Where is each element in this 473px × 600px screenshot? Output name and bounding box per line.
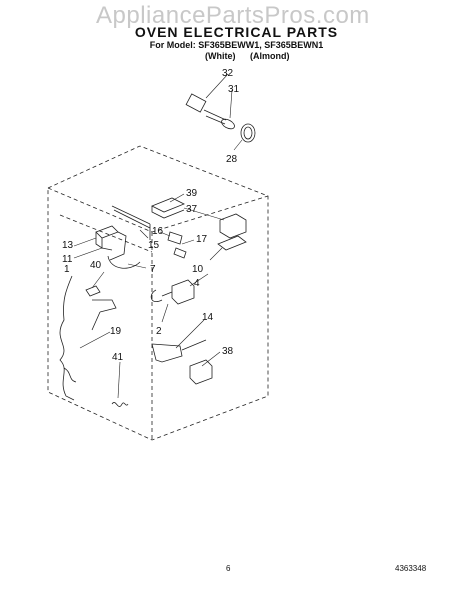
part-41 [111,402,129,407]
callout-40: 40 [90,260,102,271]
callout-13: 13 [62,240,74,251]
light-assembly [185,93,256,143]
callout-14: 14 [202,312,214,323]
callout-28: 28 [226,154,238,165]
part-19 [91,299,117,331]
part-10 [217,235,247,251]
watermark: AppliancePartsPros.com [96,2,370,29]
variant-white: (White) [205,51,236,61]
callout-31: 31 [228,84,240,95]
page-number: 6 [226,564,231,573]
callout-2: 2 [156,326,162,337]
part-1 [59,275,75,401]
variant-almond: (Almond) [250,51,290,61]
callout-7: 7 [150,264,156,275]
callout-15: 15 [148,240,160,251]
part-40 [85,285,101,297]
callout-38: 38 [222,346,234,357]
leader-lines [73,73,243,399]
callout-11: 11 [62,254,73,265]
callout-19: 19 [110,326,122,337]
part-11 [101,231,127,261]
document-part-number: 4363348 [395,564,427,573]
callout-17: 17 [196,234,208,245]
model-line: For Model: SF365BEWW1, SF365BEWN1 [149,40,324,50]
part-14 [151,339,207,363]
part-37 [219,213,247,239]
callout-10: 10 [192,264,204,275]
callout-32: 32 [222,68,234,79]
part-15 [111,205,151,240]
part-7 [107,255,141,269]
part-16 [167,231,183,245]
part-39 [151,197,185,219]
part-4 [171,279,195,305]
callout-4: 4 [194,278,200,289]
page-title: OVEN ELECTRICAL PARTS [134,24,339,40]
callout-1: 1 [64,264,70,275]
part-17 [173,247,187,259]
cabinet-outline [47,145,269,441]
callout-41: 41 [112,352,124,363]
variant-labels: (White) (Almond) [205,51,302,61]
callout-39: 39 [186,188,198,199]
callout-16: 16 [152,226,164,237]
part-38 [189,359,213,385]
callout-37: 37 [186,204,198,215]
part-2 [150,289,173,302]
